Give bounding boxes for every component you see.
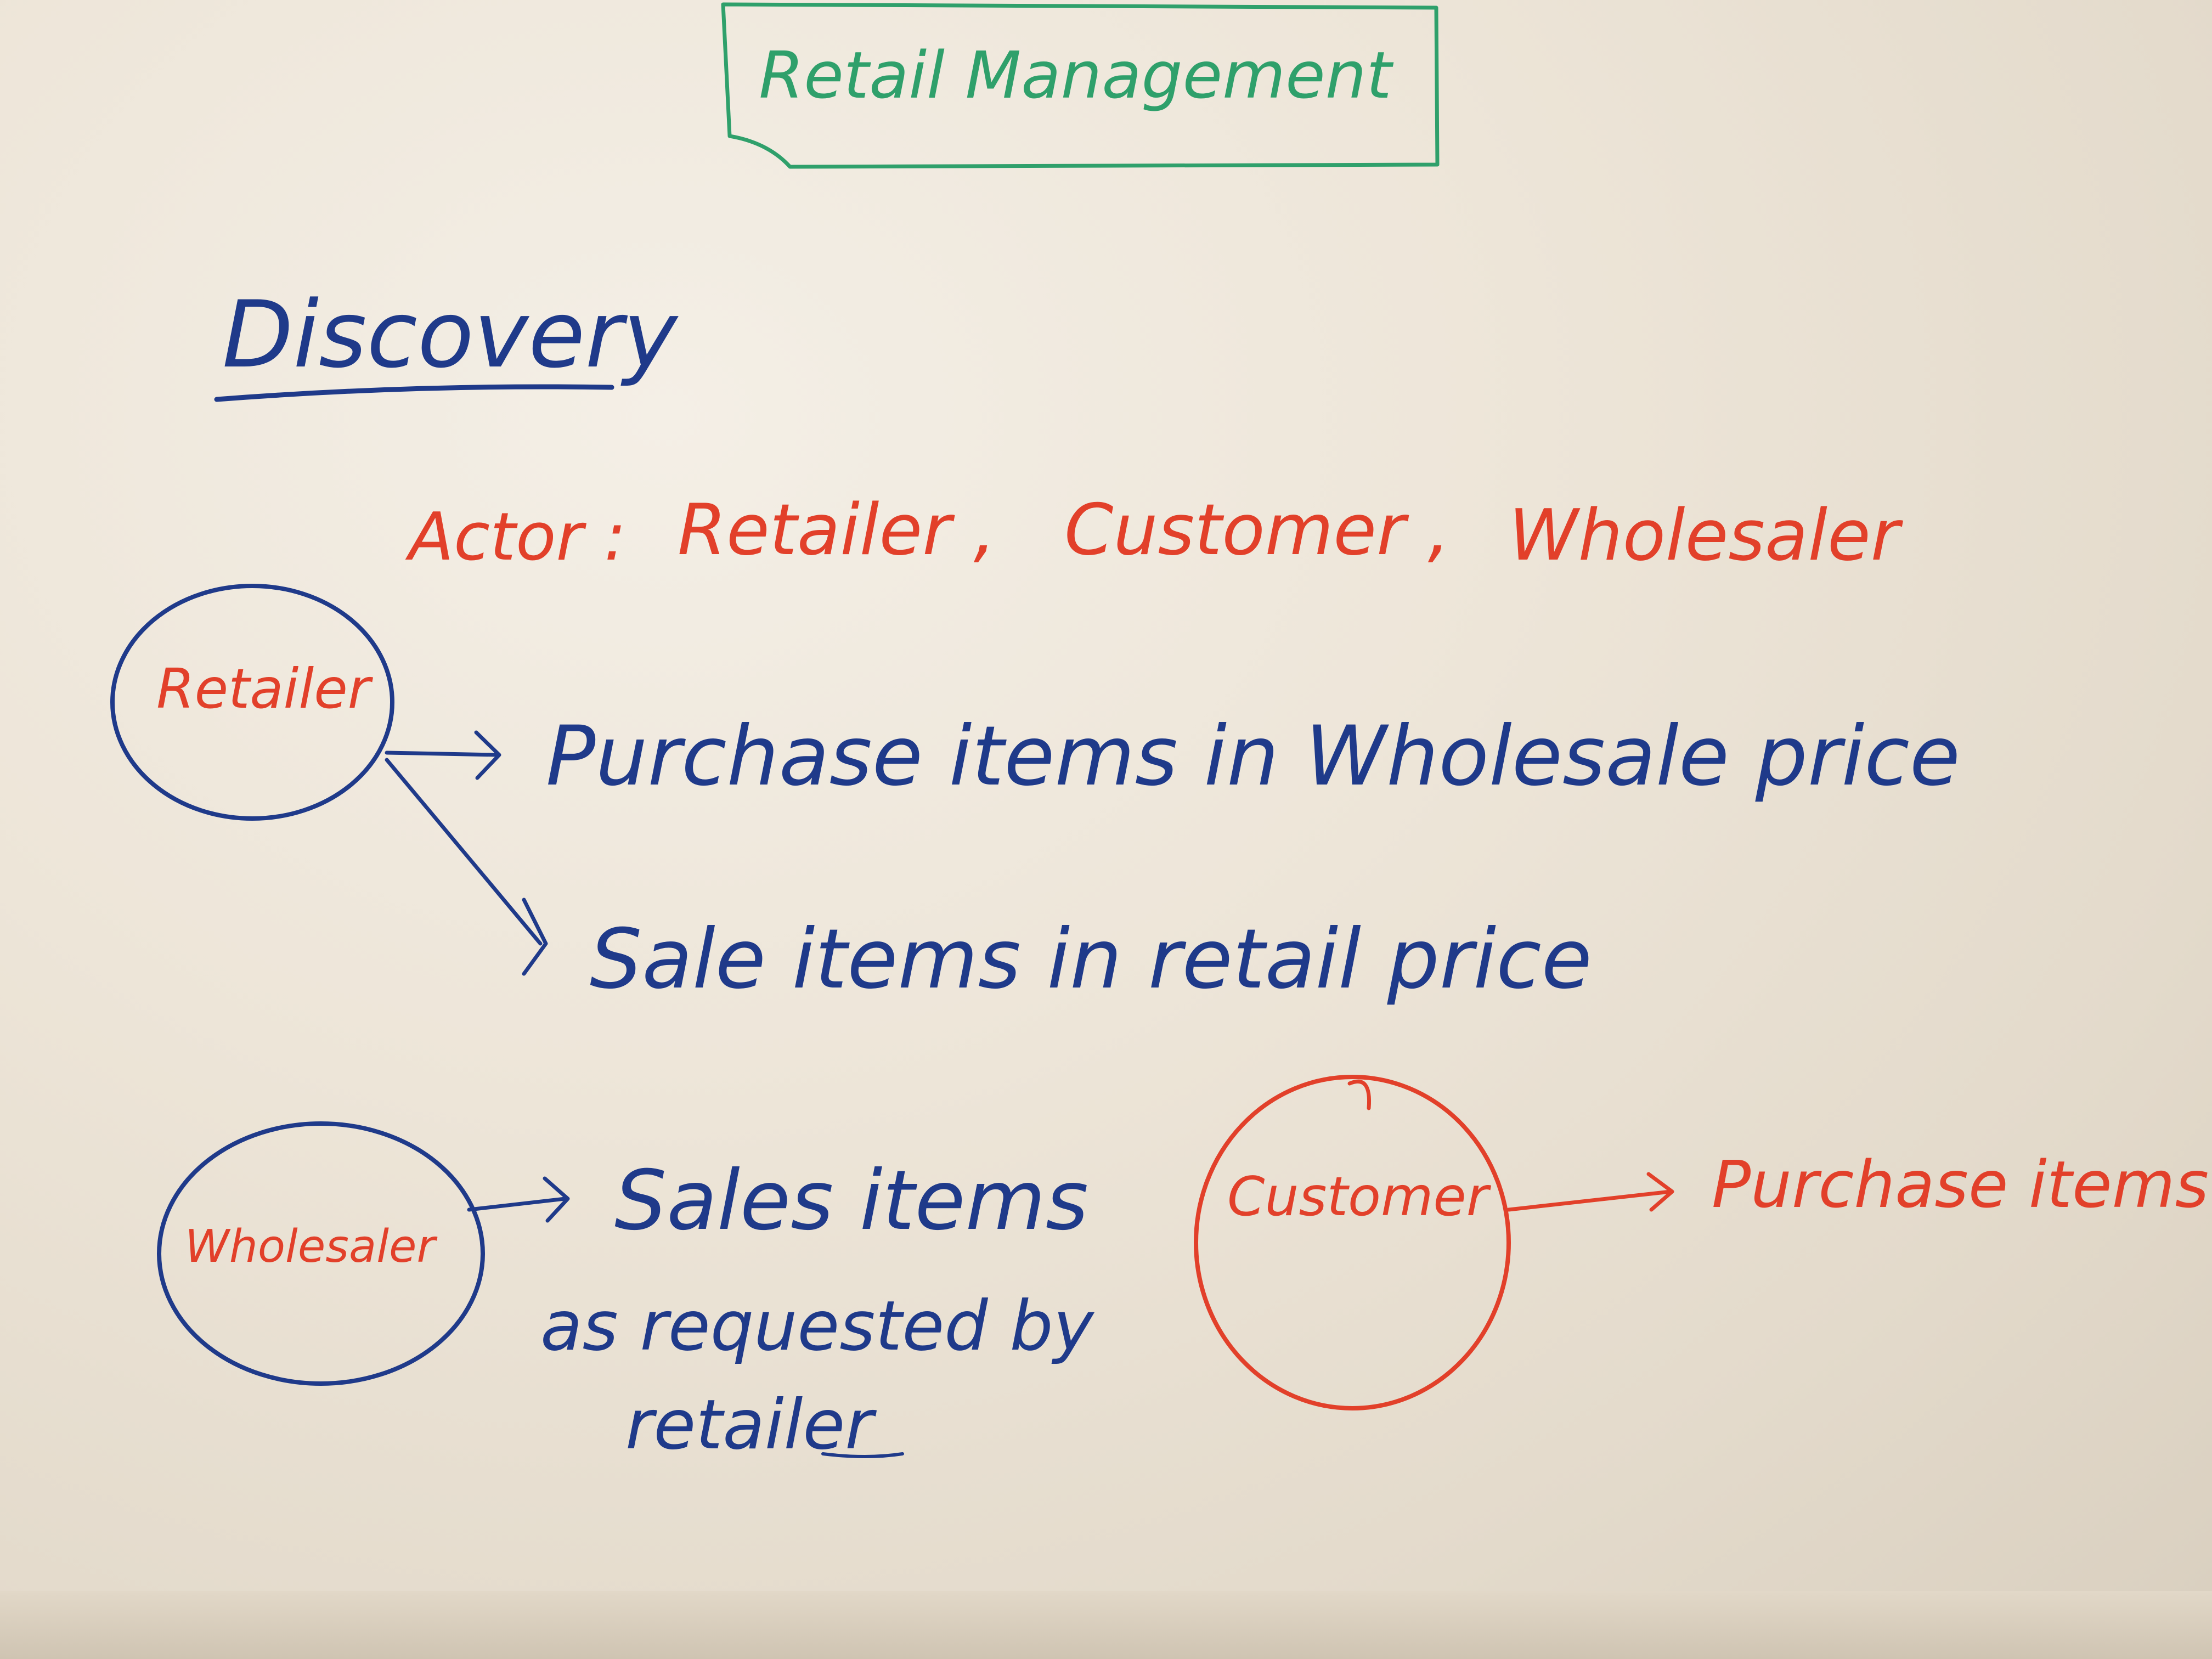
actor-wholesaler: Wholesaler xyxy=(1509,495,1904,577)
wholesaler-arrowhead xyxy=(543,1176,570,1223)
retailer-arrowhead-sale xyxy=(522,898,548,976)
wholesaler-node-label: Wholesaler xyxy=(185,1221,438,1273)
actor-retailer: Retailer , xyxy=(678,489,996,571)
section-heading: Discovery xyxy=(222,281,679,388)
customer-node-label: Customer xyxy=(1227,1166,1492,1228)
retailer-node-label: Retailer xyxy=(156,657,374,721)
title-text: Retail Management xyxy=(759,37,1393,113)
retailer-arrow-sale xyxy=(385,758,543,946)
retailer-action-purchase: Purchase items in Wholesale price xyxy=(546,709,1960,804)
title-box xyxy=(721,2,1440,169)
customer-arrowhead xyxy=(1646,1172,1674,1212)
wholesaler-action-underline xyxy=(821,1452,904,1458)
customer-node-circle xyxy=(1194,1075,1511,1410)
retailer-arrowhead-purchase xyxy=(474,730,501,780)
wholesaler-action-line2: as requested by xyxy=(540,1286,1095,1366)
customer-node-loop xyxy=(1347,1079,1372,1110)
wholesaler-arrow xyxy=(467,1197,567,1212)
retailer-action-sale: Sale items in retail price xyxy=(590,912,1592,1007)
retailer-arrow-purchase xyxy=(385,751,499,757)
retailer-node-circle xyxy=(110,584,394,821)
customer-arrow xyxy=(1506,1189,1673,1212)
heading-underline xyxy=(214,384,614,402)
actor-customer: Customer , xyxy=(1064,489,1450,571)
wholesaler-action-line1: Sales items xyxy=(614,1153,1088,1249)
wholesaler-action-line3: retailer xyxy=(625,1385,877,1465)
wholesaler-node-circle xyxy=(157,1121,485,1386)
board-bottom-edge xyxy=(0,1591,2212,1659)
customer-action: Purchase items xyxy=(1712,1147,2209,1222)
actor-label: Actor : xyxy=(405,499,626,575)
